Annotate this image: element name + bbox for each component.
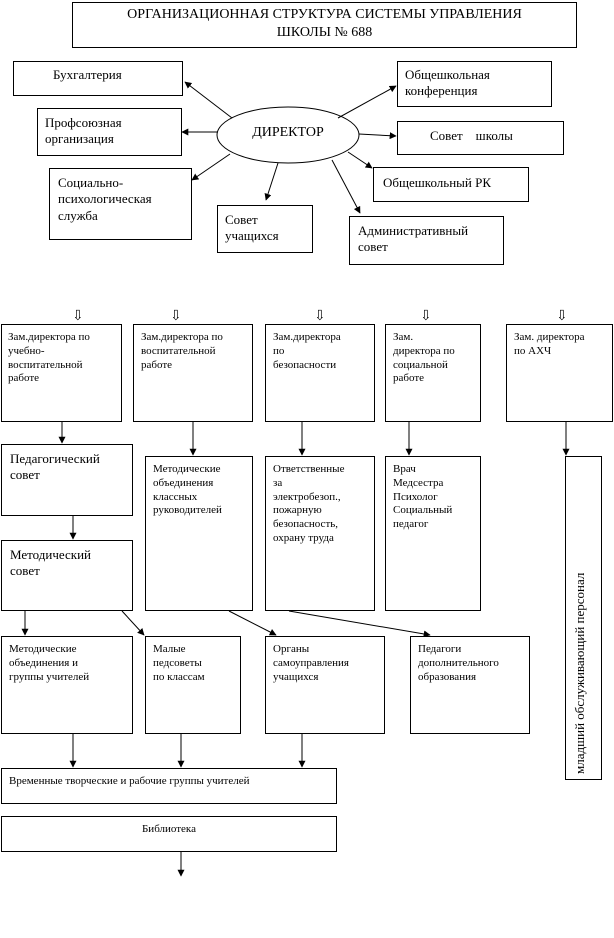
node-method-council-label: Методический совет: [10, 547, 91, 579]
node-small-councils-label: Малые педсоветы по классам: [153, 643, 205, 683]
node-admin-council-label: Административный совет: [358, 223, 469, 255]
arrow-to-student-council: [264, 162, 279, 201]
deputy-ahch: [506, 324, 613, 422]
node-school-conference-label: Общешкольная конференция: [405, 67, 490, 99]
deputy-edu-label: Зам.директора по учебно- воспитательной …: [8, 331, 90, 385]
node-trade-union: [37, 108, 182, 156]
arrow-to-social-psych: [191, 153, 231, 181]
node-social-staff: [385, 456, 481, 611]
director-label: ДИРЕКТОР: [252, 125, 324, 140]
node-junior-staff: [565, 456, 602, 780]
deputy-safety-label: Зам.директора по безопасности: [273, 331, 341, 371]
node-method-groups: [1, 636, 133, 734]
arrow-to-parent-committee: [347, 151, 373, 169]
node-method-council: [1, 540, 133, 611]
node-accounting: [13, 61, 183, 96]
node-social-psych-label: Социально- психологическая служба: [58, 175, 152, 223]
chart-title-box: [72, 2, 577, 48]
node-self-gov-label: Органы самоуправления учащихся: [273, 643, 349, 683]
node-small-councils: [145, 636, 241, 734]
hollow-arrow-icon: ⇩: [420, 309, 432, 324]
hollow-arrow-icon: ⇩: [556, 309, 568, 324]
node-ped-council: [1, 444, 133, 516]
node-method-class-label: Методические объединения классных руково…: [153, 463, 222, 517]
deputy-ahch-label: Зам. директора по АХЧ: [514, 331, 585, 357]
node-self-gov: [265, 636, 385, 734]
node-junior-staff-label: младший обслуживающий персонал: [572, 572, 587, 774]
node-method-groups-label: Методические объединения и группы учител…: [9, 643, 90, 683]
node-parent-committee: [373, 167, 529, 202]
node-trade-union-label: Профсоюзная организация: [45, 115, 122, 147]
node-temp-groups-label: Временные творческие и рабочие группы уч…: [9, 775, 250, 787]
arrow-to-accounting: [184, 81, 233, 119]
deputy-social: [385, 324, 481, 422]
node-school-council-label: Совет школы: [430, 128, 513, 143]
node-method-class: [145, 456, 253, 611]
node-school-council: [397, 121, 564, 155]
node-accounting-label: Бухгалтерия: [53, 67, 122, 82]
deputy-social-label: Зам. директора по социальной работе: [393, 331, 455, 385]
arrow-to-admin-council: [331, 159, 361, 214]
director-ellipse: [216, 106, 360, 164]
node-library-label: Библиотека: [141, 823, 196, 835]
hollow-arrow-icon: ⇩: [72, 309, 84, 324]
deputy-edu: [1, 324, 122, 422]
hollow-arrow-icon: ⇩: [170, 309, 182, 324]
node-student-council: [217, 205, 313, 253]
deputy-safety: [265, 324, 375, 422]
node-student-council-label: Совет учащихся: [225, 212, 279, 244]
node-parent-committee-label: Общешкольный РК: [383, 175, 491, 190]
chart-title: ОРГАНИЗАЦИОННАЯ СТРУКТУРА СИСТЕМЫ УПРАВЛ…: [127, 7, 522, 40]
deputy-upbringing: [133, 324, 253, 422]
node-social-psych: [49, 168, 192, 240]
hollow-arrow-icon: ⇩: [314, 309, 326, 324]
node-temp-groups: [1, 768, 337, 804]
node-responsible-label: Ответственные за электробезоп., пожарную…: [273, 463, 345, 544]
node-add-edu: [410, 636, 530, 734]
arrow-to-school-council: [358, 132, 397, 140]
node-social-staff-label: Врач Медсестра Психолог Социальный педаг…: [393, 463, 453, 530]
node-library: [1, 816, 337, 852]
node-admin-council: [349, 216, 504, 265]
node-school-conference: [397, 61, 552, 107]
node-responsible: [265, 456, 375, 611]
deputy-upbringing-label: Зам.директора по воспитательной работе: [141, 331, 223, 371]
arrow-to-conference: [337, 85, 397, 119]
node-add-edu-label: Педагоги дополнительного образования: [418, 643, 499, 683]
node-ped-council-label: Педагогический совет: [10, 451, 100, 483]
